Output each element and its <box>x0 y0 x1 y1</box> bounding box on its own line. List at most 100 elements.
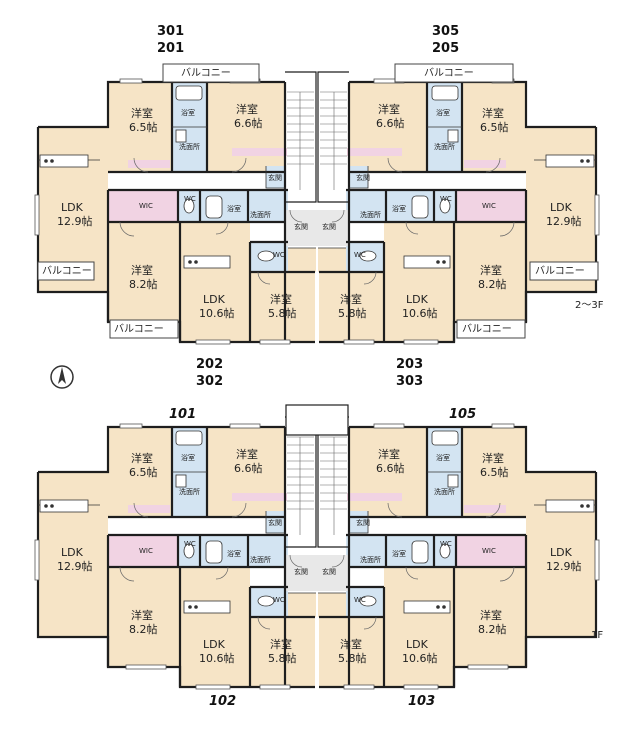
plan-upper <box>33 63 601 346</box>
unit-label: 203 <box>396 357 423 372</box>
room-label: 洋室 <box>236 447 258 461</box>
washroom-label: 洗面所 <box>250 555 271 564</box>
wc-label: WC <box>184 540 196 548</box>
floor-label: 1F <box>591 630 603 641</box>
room-size: 6.5帖 <box>480 466 509 479</box>
room-size: 12.9帖 <box>546 560 582 573</box>
entrance-label: 玄関 <box>356 518 370 527</box>
washroom-label: 洗面所 <box>179 487 200 496</box>
entrance-label: 玄関 <box>294 222 308 231</box>
balcony-label: バルコニー <box>462 323 512 335</box>
bath-label: 浴室 <box>181 453 195 462</box>
room-label: 洋室 <box>480 263 502 277</box>
room-label: 洋室 <box>236 102 258 116</box>
unit-label: 103 <box>408 694 435 709</box>
room-label: LDK <box>406 638 429 651</box>
washroom-label: 洗面所 <box>179 142 200 151</box>
entrance-label: 玄関 <box>268 518 282 527</box>
entrance-label: 玄関 <box>268 173 282 182</box>
wc-label: WC <box>273 596 285 604</box>
wic-label: WIC <box>482 547 496 555</box>
plan-lower <box>33 404 601 691</box>
north-icon <box>50 365 74 389</box>
room-label: 洋室 <box>482 106 504 120</box>
room-size: 6.5帖 <box>129 121 158 134</box>
room-size: 8.2帖 <box>129 623 158 636</box>
room-label: LDK <box>203 293 226 306</box>
unit-label: 301 <box>157 24 184 39</box>
room-label: LDK <box>61 546 84 559</box>
unit-label: 205 <box>432 41 459 56</box>
room-size: 5.8帖 <box>268 307 297 320</box>
room-label: 洋室 <box>131 608 153 622</box>
room-size: 6.5帖 <box>129 466 158 479</box>
wic-label: WIC <box>139 202 153 210</box>
bath-label: 浴室 <box>227 549 241 558</box>
room-size: 6.6帖 <box>376 462 405 475</box>
room-size: 12.9帖 <box>546 215 582 228</box>
room-size: 12.9帖 <box>57 560 93 573</box>
room-size: 10.6帖 <box>402 652 438 665</box>
entrance-label: 玄関 <box>322 567 336 576</box>
wc-label: WC <box>354 251 366 259</box>
wic-label: WIC <box>139 547 153 555</box>
unit-label: 303 <box>396 374 423 389</box>
washroom-label: 洗面所 <box>360 210 381 219</box>
wc-label: WC <box>184 195 196 203</box>
room-label: LDK <box>550 201 573 214</box>
bath-label: 浴室 <box>436 453 450 462</box>
room-size: 10.6帖 <box>199 652 235 665</box>
room-label: 洋室 <box>131 106 153 120</box>
room-label: 洋室 <box>270 637 292 651</box>
room-size: 10.6帖 <box>199 307 235 320</box>
balcony-label: バルコニー <box>424 67 474 79</box>
room-label: LDK <box>406 293 429 306</box>
entrance-label: 玄関 <box>322 222 336 231</box>
wc-label: WC <box>354 596 366 604</box>
entrance-label: 玄関 <box>294 567 308 576</box>
unit-label: 202 <box>196 357 223 372</box>
bath-label: 浴室 <box>181 108 195 117</box>
unit-label: 101 <box>169 407 196 422</box>
bath-label: 浴室 <box>436 108 450 117</box>
room-label: 洋室 <box>340 292 362 306</box>
unit-label: 305 <box>432 24 459 39</box>
floor-label: 2～3F <box>575 300 604 311</box>
room-label: 洋室 <box>131 451 153 465</box>
wc-label: WC <box>273 251 285 259</box>
balcony-label: バルコニー <box>535 265 585 277</box>
lower-text: 101 105 102 103 1F 洋室 6.5帖 洋室 6.6帖 洋室 6.… <box>57 407 603 709</box>
wc-label: WC <box>440 540 452 548</box>
room-size: 6.6帖 <box>376 117 405 130</box>
balcony-label: バルコニー <box>114 323 164 335</box>
room-label: LDK <box>550 546 573 559</box>
room-label: 洋室 <box>378 102 400 116</box>
room-label: 洋室 <box>480 608 502 622</box>
unit-label: 102 <box>209 694 236 709</box>
room-label: 洋室 <box>270 292 292 306</box>
room-size: 5.8帖 <box>338 307 367 320</box>
room-size: 12.9帖 <box>57 215 93 228</box>
bath-label: 浴室 <box>392 549 406 558</box>
bath-label: 浴室 <box>227 204 241 213</box>
room-size: 6.6帖 <box>234 462 263 475</box>
wc-label: WC <box>440 195 452 203</box>
bath-label: 浴室 <box>392 204 406 213</box>
room-label: 洋室 <box>482 451 504 465</box>
unit-label: 201 <box>157 41 184 56</box>
entrance-label: 玄関 <box>356 173 370 182</box>
room-label: 洋室 <box>131 263 153 277</box>
washroom-label: 洗面所 <box>434 142 455 151</box>
washroom-label: 洗面所 <box>360 555 381 564</box>
washroom-label: 洗面所 <box>434 487 455 496</box>
washroom-label: 洗面所 <box>250 210 271 219</box>
wic-label: WIC <box>482 202 496 210</box>
room-size: 8.2帖 <box>478 278 507 291</box>
room-size: 6.5帖 <box>480 121 509 134</box>
room-label: 洋室 <box>378 447 400 461</box>
unit-label: 302 <box>196 374 223 389</box>
room-label: LDK <box>61 201 84 214</box>
balcony-label: バルコニー <box>42 265 92 277</box>
room-size: 5.8帖 <box>268 652 297 665</box>
